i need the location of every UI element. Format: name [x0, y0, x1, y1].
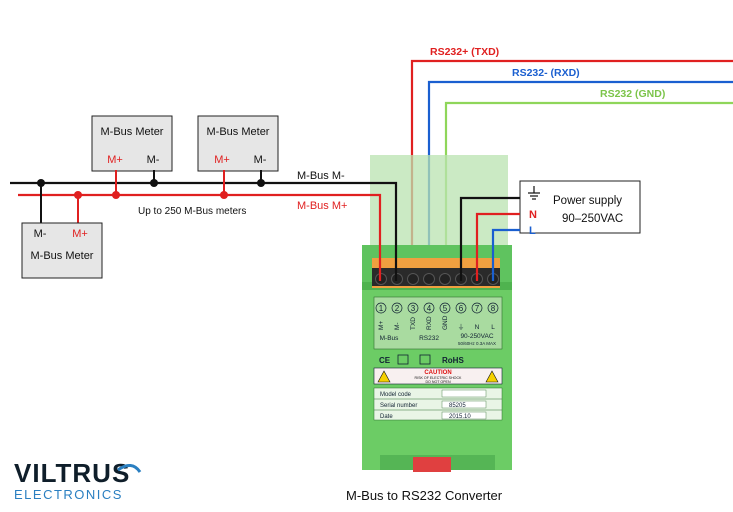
brand-name: VILTRUS [14, 458, 130, 488]
terminal-num-6: 6 [459, 304, 464, 313]
date-value: 2015.10 [449, 414, 471, 420]
label-rxd: RXD [426, 316, 433, 330]
compliance-row: CE RoHS [379, 354, 464, 365]
svg-text:RISK OF ELECTRIC SHOCK: RISK OF ELECTRIC SHOCK [415, 376, 463, 380]
serial-value: 85205 [449, 403, 466, 409]
meter-2-title: M-Bus Meter [207, 126, 270, 138]
model-code-row-label: Model code [380, 392, 412, 398]
diagram-caption: M-Bus to RS232 Converter [346, 488, 503, 503]
terminal-num-2: 2 [395, 304, 400, 313]
converter-housing: 1 2 3 4 5 6 7 8 M+ M- TXD RXD GND ⏚ N L … [362, 155, 512, 472]
group-rs232-label: RS232 [419, 335, 439, 342]
meter-1-minus: M- [147, 154, 160, 166]
terminal-num-3: 3 [411, 304, 416, 313]
brand-swoosh-icon [117, 464, 142, 473]
brand-logo: VILTRUS ELECTRONICS [14, 458, 142, 502]
meter-1-plus: M+ [107, 154, 123, 166]
book-icon [419, 354, 431, 365]
info-table: Model code Model code Serial number 8520… [373, 387, 503, 421]
terminal-num-8: 8 [491, 304, 496, 313]
meter-1-title: M-Bus Meter [101, 126, 164, 138]
rxd-label: RS232- (RXD) [512, 67, 580, 79]
earth-icon [528, 186, 540, 200]
warning-icon-left [377, 370, 391, 383]
power-supply: Power supply 90–250VAC N L [519, 180, 641, 237]
terminal-screws [375, 273, 499, 285]
mbus-plus-label: M-Bus M+ [297, 200, 347, 212]
meters-count-note: Up to 250 M-Bus meters [138, 206, 246, 217]
terminal-num-7: 7 [475, 304, 480, 313]
txd-label: RS232+ (TXD) [430, 46, 499, 58]
meter-2-plus: M+ [214, 154, 230, 166]
terminal-num-1: 1 [379, 304, 384, 313]
mbus-minus-label: M-Bus M- [297, 170, 345, 182]
svg-text:DO NOT OPEN: DO NOT OPEN [425, 380, 450, 384]
label-n: N [475, 324, 480, 331]
label-mminus: M- [394, 322, 401, 330]
power-title: Power supply [553, 195, 622, 207]
ce-mark: CE [379, 356, 391, 365]
terminal-num-4: 4 [427, 304, 432, 313]
power-wires [459, 196, 520, 281]
meter-2: M-Bus Meter M+ M- [197, 115, 279, 199]
meter-1: M-Bus Meter M+ M- [91, 115, 173, 199]
meter-2-minus: M- [254, 154, 267, 166]
label-earth: ⏚ [458, 323, 465, 331]
date-label: Date [380, 414, 393, 420]
power-n-label: N [529, 209, 537, 221]
mbus-minus-line [10, 181, 398, 281]
label-txd: TXD [410, 317, 417, 330]
serial-label: Serial number [380, 403, 417, 409]
svg-text:CAUTION: CAUTION [424, 370, 451, 376]
label-mplus: M+ [378, 321, 385, 330]
meter-3-title: M-Bus Meter [31, 250, 94, 262]
group-power-label: 90-250VAC [460, 333, 493, 340]
label-gnd: GND [442, 315, 449, 330]
terminal-num-5: 5 [443, 304, 448, 313]
power-l-label: L [529, 225, 536, 237]
meter-3-plus: M+ [72, 228, 88, 240]
label-l: L [491, 324, 495, 331]
power-spec-label: 50/60Hz 0.3A MAX [458, 341, 496, 346]
rohs-mark: RoHS [442, 356, 464, 365]
meter-3: M- M+ M-Bus Meter [21, 179, 103, 279]
power-range: 90–250VAC [562, 213, 623, 225]
manual-icon [397, 354, 409, 365]
mbus-trunk [10, 181, 398, 281]
gnd-label: RS232 (GND) [600, 88, 665, 100]
mbus-plus-line [18, 193, 382, 281]
brand-sub: ELECTRONICS [14, 487, 123, 502]
caution-label: CAUTION RISK OF ELECTRIC SHOCK DO NOT OP… [373, 367, 503, 385]
panel-terminal-labels: M+ M- TXD RXD GND ⏚ N L [378, 315, 495, 331]
meter-3-minus: M- [34, 228, 47, 240]
panel-terminal-numbers: 1 2 3 4 5 6 7 8 [375, 302, 499, 314]
warning-icon-right [485, 370, 499, 383]
group-mbus-label: M-Bus [380, 335, 400, 342]
